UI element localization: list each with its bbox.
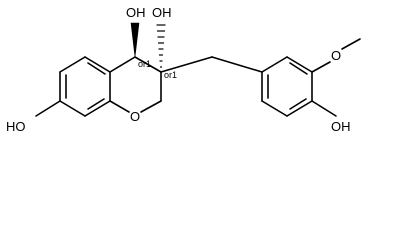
benzene-ring-right (261, 56, 313, 117)
bond (59, 56, 86, 73)
double-bond-inner (87, 98, 105, 110)
bond-ch2-aryl (211, 56, 263, 73)
bond (286, 100, 313, 117)
bond (261, 56, 288, 73)
wedge-bond-c4-oh (130, 22, 140, 58)
pyran-ring (109, 56, 162, 113)
bond-aryl-oh (311, 100, 337, 117)
stereo-label-c3: or1 (164, 70, 177, 80)
benzene-ring-left (59, 56, 111, 117)
bond-c4a-c4 (109, 56, 136, 73)
bond (84, 56, 111, 73)
atom-label-oh-c4: OH (126, 5, 146, 20)
double-bond-inner (289, 62, 308, 75)
bond-c7-oh (35, 100, 61, 117)
bond (286, 56, 313, 73)
bond-c3-ch2 (160, 56, 213, 73)
double-bond-inner (87, 62, 106, 75)
bond-c2-o1 (140, 100, 162, 113)
bond-omethoxy-ch3 (341, 38, 361, 50)
molecule-canvas: OH OH HO O O OH or1 or1 (6, 5, 361, 134)
atom-label-ho-c7: HO (6, 119, 26, 134)
bond-aryl-omethoxy (311, 61, 331, 73)
molecule-structure: OH OH HO O O OH or1 or1 (6, 5, 361, 134)
bond (59, 100, 86, 117)
hash-bond-c3-oh (156, 24, 166, 68)
double-bond-inner (289, 98, 307, 110)
atom-label-oh-phenol: OH (331, 119, 351, 134)
atom-label-ring-oxygen: O (130, 109, 140, 124)
atom-label-methoxy-oxygen: O (331, 48, 341, 63)
bond (261, 100, 288, 117)
bond-o1-c8a (109, 100, 130, 113)
atom-label-oh-c3: OH (152, 5, 172, 20)
stereo-label-c4: or1 (138, 59, 151, 69)
bond (84, 100, 111, 117)
bond-c4-c3 (134, 56, 162, 73)
